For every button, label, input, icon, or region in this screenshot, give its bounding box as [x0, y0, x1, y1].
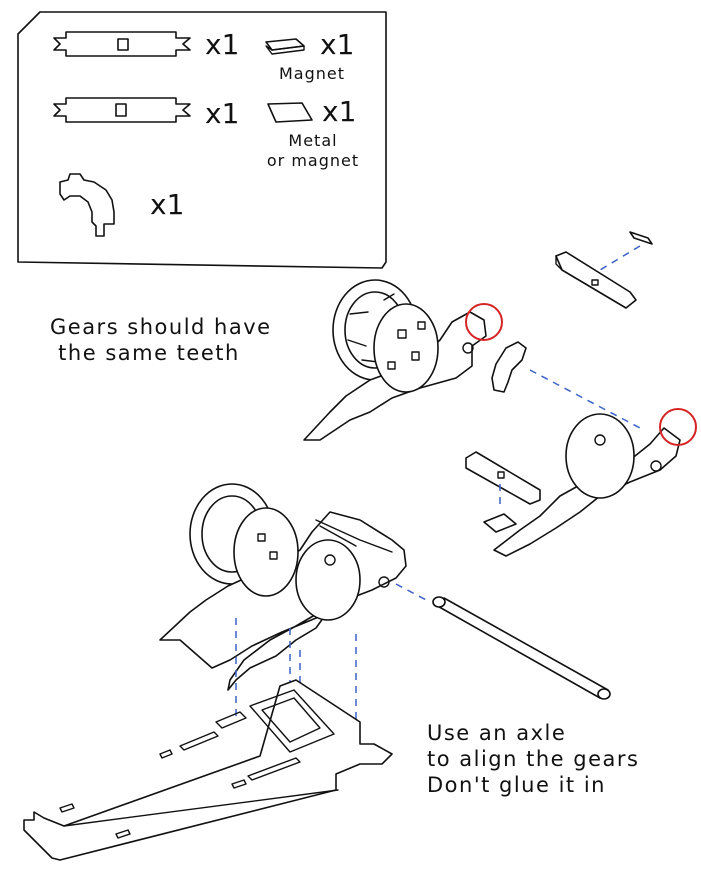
part-bracket-a-shape: [53, 31, 191, 57]
part-magnet-shape: [265, 38, 305, 55]
caption-magnet: Magnet: [278, 64, 346, 83]
qty-bracket-b: x1: [205, 97, 240, 130]
small-magnet-top: [629, 231, 653, 245]
axle: [432, 596, 611, 700]
part-bracket-b-shape: [53, 97, 191, 123]
gear-teeth-highlight-right: [659, 408, 697, 446]
caption-metal-plate: Metal or magnet: [266, 131, 360, 170]
right-gear-assembly: [493, 413, 681, 557]
part-curved-gear-shape: [59, 173, 115, 237]
right-small-plate: [483, 513, 517, 533]
right-small-bracket: [465, 451, 541, 505]
long-bracket-top: [555, 251, 637, 309]
qty-magnet: x1: [320, 28, 355, 61]
base-plate: [23, 679, 393, 861]
gear-teeth-highlight-upper: [465, 303, 503, 341]
axle-note: Use an axle to align the gears Don't glu…: [427, 721, 640, 797]
qty-bracket-a: x1: [205, 28, 240, 61]
gears-teeth-note: Gears should have the same teeth: [50, 315, 272, 365]
qty-metal-plate: x1: [322, 95, 357, 128]
part-metal-plate-shape: [267, 102, 313, 123]
qty-curved-gear: x1: [150, 188, 185, 221]
curved-gear-middle: [491, 341, 527, 393]
lower-gear-assembly: [159, 483, 407, 691]
upper-gear-assembly: [303, 279, 487, 441]
